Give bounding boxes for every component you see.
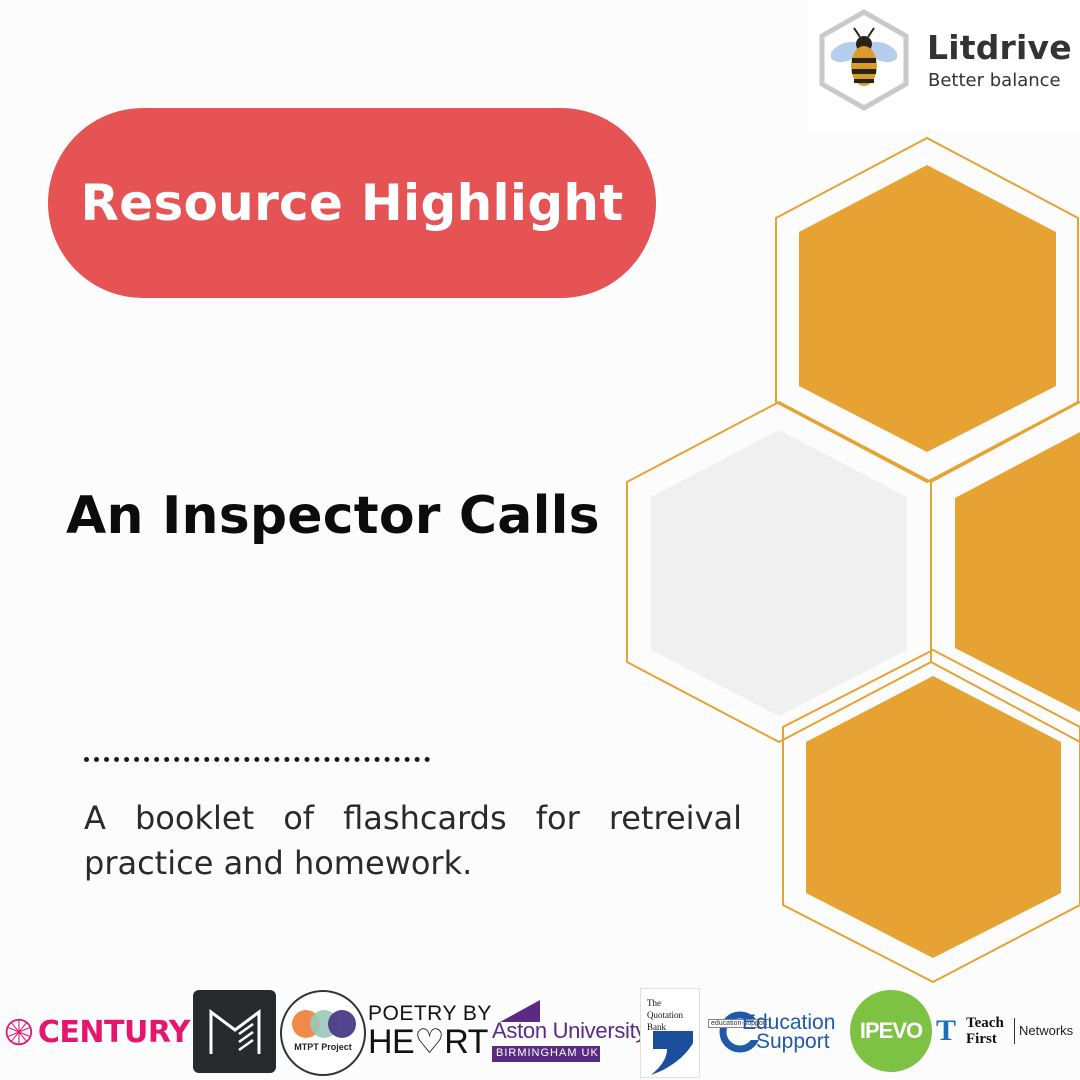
hexagon-bottom-fill [806,676,1061,958]
hexagon-right-outline [930,401,1080,743]
mtpt-project-logo: MTPT Project [280,990,366,1076]
ipevo-logo-text: IPEVO [859,1018,923,1043]
poetry-by-heart-logo-bottom: HE♡RT [368,1023,488,1061]
education-support-tag: education-support [708,1019,771,1028]
aston-sub-bar [492,1046,600,1062]
century-logo: CENTURY [4,1010,191,1054]
mtpt-label: MTPT Project [294,1042,352,1052]
education-support-line2: Support [756,1030,830,1053]
resource-highlight-badge: Resource Highlight [48,108,656,298]
quotation-bank-logo: The Quotation Bank [640,988,700,1078]
brand-name: Litdrive [927,28,1072,67]
teach-first-networks: Networks [1019,1023,1074,1038]
century-logo-text: CENTURY [37,1014,191,1050]
teach-first-mark: T [936,1014,957,1047]
education-support-swoosh-icon [719,1011,762,1053]
quotation-bank-text: The Quotation Bank [647,998,683,1032]
ipevo-logo: IPEVO [850,990,932,1072]
teach-first-line1: Teach [966,1015,1004,1031]
teach-first-divider [1014,1018,1015,1044]
teach-first-line2: First [966,1031,997,1047]
poetry-by-heart-logo-top: POETRY BY [368,1002,492,1025]
aston-sub-text: BIRMINGHAM UK [496,1047,599,1059]
hexagon-bottom-outline [782,648,1080,984]
brand-tagline: Better balance [928,70,1061,91]
badge-label: Resource Highlight [80,174,624,232]
bee-icon [819,9,909,111]
hexagon-middle-fill [651,430,907,716]
resource-description: A booklet of flashcards for retreival pr… [84,799,742,882]
hexagon-right-fill [955,432,1080,712]
brand-header: Litdrive Better balance [808,0,1080,130]
quote-mark-icon [651,1031,693,1075]
m-logo [193,990,276,1073]
education-support-line1: Education [742,1011,836,1034]
aston-university-logo: Aston University [492,1018,647,1043]
century-globe-icon [5,1018,33,1046]
aston-triangle-icon [500,1000,540,1022]
hexagon-top-outline [775,136,1079,484]
m-mark-icon [209,1009,261,1054]
mtpt-circles-icon [292,1010,356,1038]
hexagon-top-fill [799,165,1056,452]
dotted-divider [84,757,430,762]
resource-title: An Inspector Calls [66,486,600,546]
